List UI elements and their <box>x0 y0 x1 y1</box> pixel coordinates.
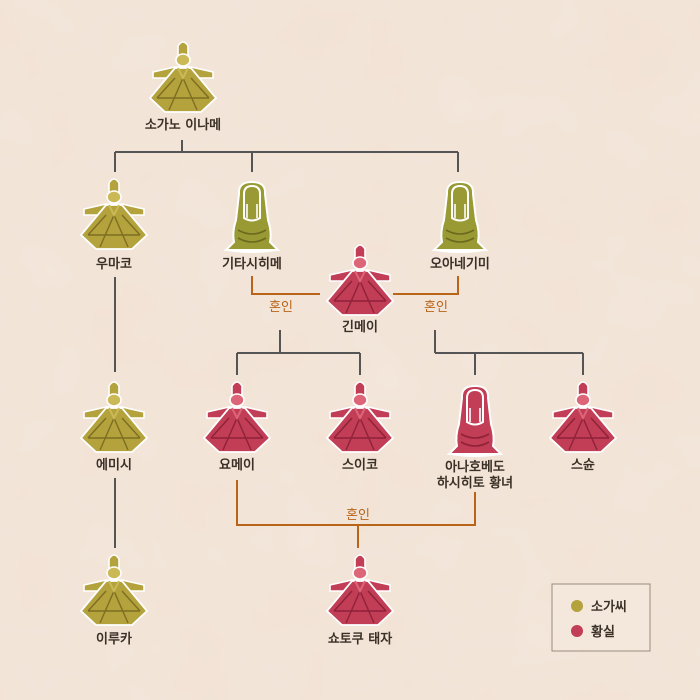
marriage-label: 혼인 <box>269 300 293 315</box>
marriage-label: 혼인 <box>346 508 370 523</box>
legend-royal-label: 황실 <box>591 624 615 640</box>
person-name: 에미시 <box>96 457 132 473</box>
kitashihime-children <box>236 330 361 375</box>
marriage-oanegimi-kinmei <box>393 276 459 295</box>
person-name: 기타시히메 <box>222 256 282 272</box>
person-name: 하시히토 황녀 <box>437 475 513 491</box>
legend-soga-swatch <box>571 600 583 612</box>
person-name: 쇼토쿠 태자 <box>328 632 392 647</box>
marriage-lines <box>236 276 476 548</box>
legend-royal-swatch <box>571 625 583 637</box>
legend-soga-label: 소가씨 <box>591 600 627 615</box>
person-name: 요메이 <box>219 457 255 473</box>
person-name: 스슌 <box>571 458 595 473</box>
marriage-kitashihime-kinmei <box>251 276 320 295</box>
legend: 소가씨 황실 <box>551 583 651 652</box>
person-name: 아나호베도 <box>445 459 505 475</box>
person-name: 오아네기미 <box>430 256 490 272</box>
person-name: 우마코 <box>96 256 132 272</box>
marriage-label: 혼인 <box>424 300 448 315</box>
inaname-children-drops <box>114 152 459 172</box>
oanegimi-children <box>434 330 584 375</box>
marriage-yomei-anahobe <box>236 480 476 526</box>
person-name: 소가노 이나메 <box>145 117 221 133</box>
person-name: 긴메이 <box>342 319 378 335</box>
person-name: 스이코 <box>342 457 378 473</box>
person-name: 이루카 <box>96 631 132 647</box>
lineage-lines <box>114 140 584 548</box>
